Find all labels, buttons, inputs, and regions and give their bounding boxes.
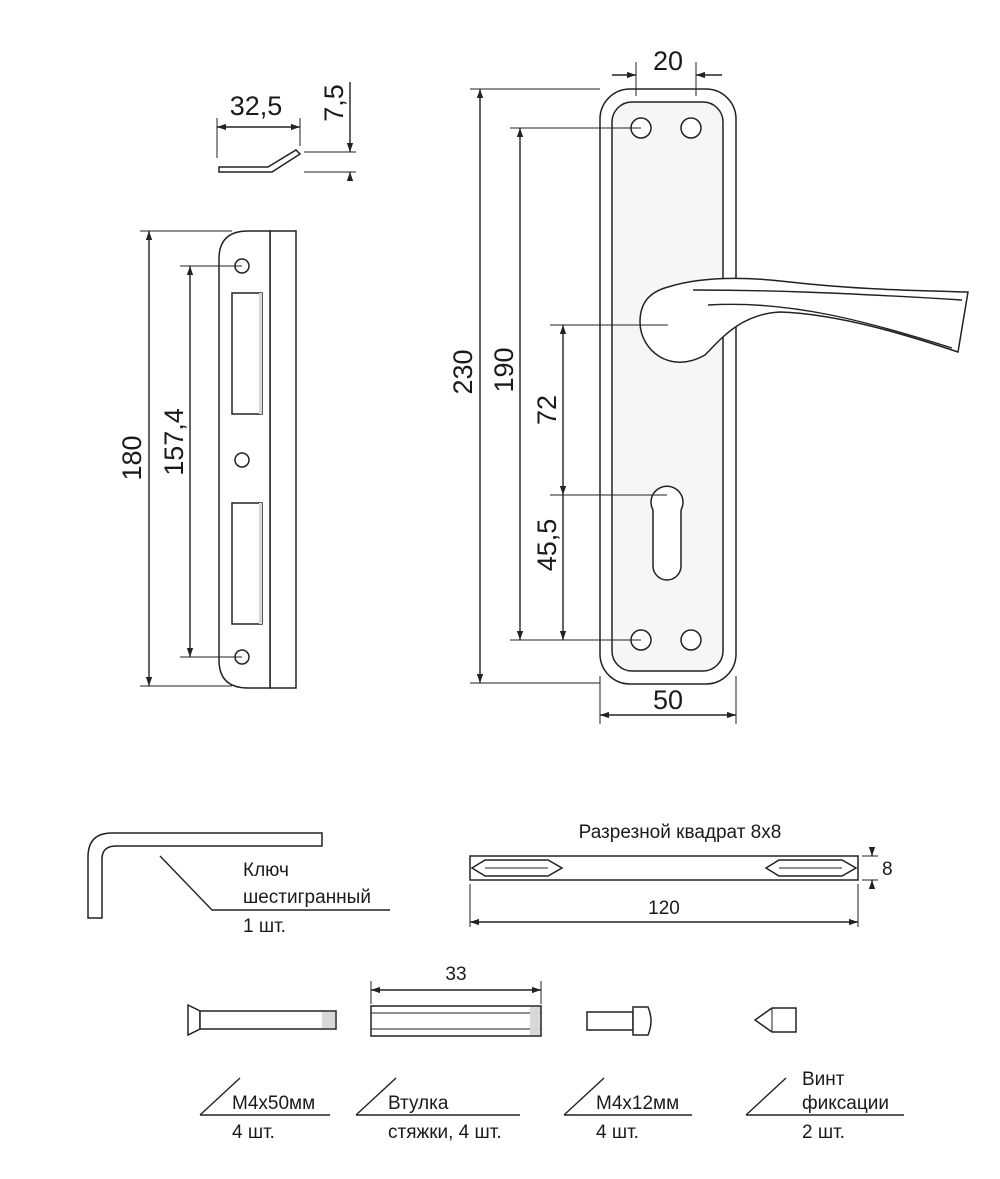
long-screw-drawing: [187, 1003, 337, 1037]
hinge-height-label: 7,5: [319, 84, 349, 122]
handle-plate: [599, 88, 969, 685]
strike-plate: [140, 230, 297, 689]
label-leaders: [199, 1077, 904, 1116]
spindle-length: 120: [648, 898, 680, 919]
hex-key-drawing: [87, 832, 390, 919]
fix-screw-drawing: [753, 1007, 797, 1033]
handle-plate-dimensions: [470, 62, 737, 724]
hex-key-line2: шестигранный: [243, 887, 371, 908]
fix-screw-line1: Винт: [802, 1069, 845, 1090]
short-screw-qty: 4 шт.: [596, 1122, 639, 1143]
long-screw-name: M4x50мм: [232, 1093, 315, 1114]
hex-key-line1: Ключ: [243, 860, 289, 881]
sleeve-drawing: [370, 981, 542, 1037]
strike-length-label: 180: [117, 435, 147, 480]
strike-hole-spacing-label: 157,4: [159, 408, 189, 476]
sleeve-line1: Втулка: [388, 1093, 449, 1114]
plate-hole-spacing-label: 190: [489, 347, 519, 392]
hinge-width-label: 32,5: [230, 91, 283, 121]
sleeve-line2: стяжки, 4 шт.: [388, 1122, 502, 1143]
long-screw-qty: 4 шт.: [232, 1122, 275, 1143]
spindle-drawing: [469, 847, 878, 927]
cylinder-to-hole-label: 45,5: [532, 519, 562, 572]
hex-key-qty: 1 шт.: [243, 916, 286, 937]
short-screw-name: M4x12мм: [596, 1093, 679, 1114]
plate-top-width-label: 20: [653, 46, 683, 76]
bent-profile: [216, 82, 356, 181]
fix-screw-line2: фиксации: [802, 1093, 889, 1114]
spindle-thickness: 8: [882, 859, 893, 880]
plate-length-label: 230: [448, 349, 478, 394]
fix-screw-qty: 2 шт.: [802, 1122, 845, 1143]
sleeve-length-label: 33: [445, 964, 466, 985]
plate-width-label: 50: [653, 685, 683, 715]
spindle-title: Разрезной квадрат 8x8: [579, 822, 782, 843]
handle-to-cylinder-label: 72: [532, 395, 562, 425]
short-screw-drawing: [586, 1006, 652, 1036]
